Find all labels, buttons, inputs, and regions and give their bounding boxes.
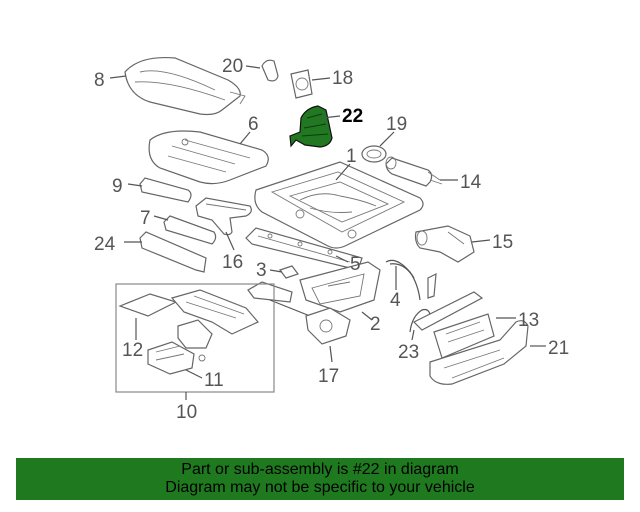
callout-24: 24 (94, 234, 116, 255)
part-21-side-trim (429, 320, 529, 385)
callout-16: 16 (222, 252, 243, 273)
banner-line-2: Diagram may not be specific to your vehi… (165, 479, 475, 496)
part-24-trim-strip (139, 231, 207, 273)
part-23-hook (409, 308, 431, 333)
info-banner: Part or sub-assembly is #22 in diagram D… (16, 458, 624, 500)
part-9-trim-strip (139, 177, 192, 203)
callouts: 8 20 18 22 6 19 1 14 9 7 24 16 15 5 3 4 … (94, 56, 569, 423)
callout-6: 6 (248, 114, 259, 135)
part-4-cable (385, 259, 437, 301)
callout-4: 4 (390, 290, 401, 311)
part-3-clip (279, 265, 299, 279)
callout-22: 22 (342, 106, 363, 127)
callout-19: 19 (386, 114, 407, 135)
callout-3: 3 (256, 260, 267, 281)
callout-12: 12 (122, 340, 143, 361)
part-17-gear-rod (247, 281, 351, 345)
part-8-cushion-cover (124, 56, 246, 116)
part-2-bracket (299, 261, 381, 313)
callout-8: 8 (94, 70, 105, 91)
part-1-seat-frame (254, 161, 424, 249)
part-13-switch-housing (412, 291, 495, 359)
callout-17: 17 (318, 366, 339, 387)
callout-21: 21 (548, 338, 569, 359)
callout-14: 14 (460, 172, 482, 193)
callout-10: 10 (176, 402, 197, 423)
callout-5: 5 (350, 254, 361, 275)
part-19-ring (361, 145, 387, 163)
callout-1: 1 (346, 146, 357, 167)
callout-7: 7 (140, 208, 151, 229)
callout-13: 13 (518, 310, 539, 331)
callout-20: 20 (222, 56, 243, 77)
part-6-cushion-pan (148, 130, 269, 185)
leader-lines (109, 65, 546, 400)
callout-18: 18 (332, 68, 353, 89)
callout-2: 2 (370, 314, 381, 335)
part-18-bezel (290, 69, 313, 99)
part-16-handle (195, 197, 252, 236)
part-20-cap (261, 59, 279, 82)
part-7-trim-strip (163, 215, 217, 245)
callout-15: 15 (492, 232, 513, 253)
part-14-actuator (385, 156, 443, 187)
callout-11: 11 (204, 370, 224, 391)
part-15-motor (414, 225, 475, 263)
part-22-highlighted (289, 105, 333, 148)
callout-23: 23 (398, 342, 419, 363)
banner-line-1: Part or sub-assembly is #22 in diagram (181, 461, 459, 478)
part-10-kit-box (115, 283, 275, 393)
callout-9: 9 (112, 176, 123, 197)
parts-diagram: 8 20 18 22 6 19 1 14 9 7 24 16 15 5 3 4 … (94, 56, 569, 423)
